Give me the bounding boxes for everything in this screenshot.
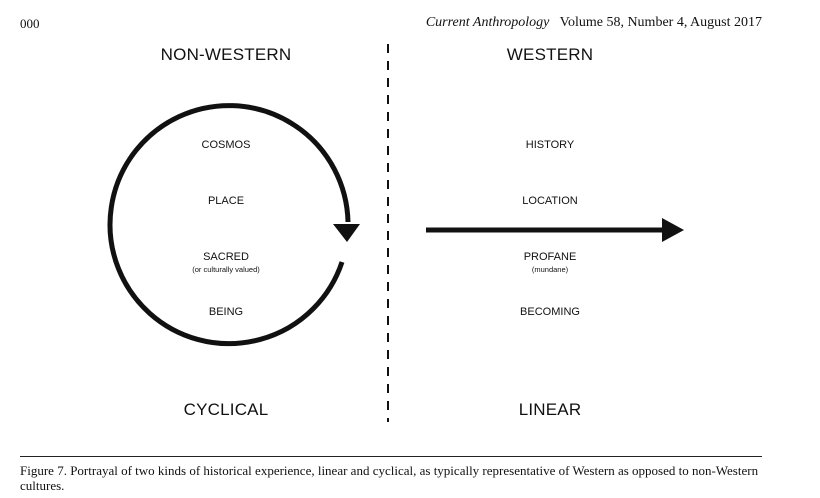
concept-profane: PROFANE (mundane) [524,251,577,276]
cycle-arrowhead [333,224,360,242]
figure-7: NON-WESTERN WESTERN COSMOS PLACE SACRED … [107,44,684,422]
cycle-arrow-path [107,103,351,347]
concept-place: PLACE [208,195,244,208]
page-number: 000 [20,16,40,31]
concept-label: SACRED [203,251,249,263]
concept-note: (or culturally valued) [192,265,260,274]
journal-title: Current Anthropology [425,15,550,30]
heading-non-western: NON-WESTERN [160,45,292,64]
concept-note: (mundane) [531,265,569,274]
concept-being: BEING [209,306,243,319]
concept-becoming: BECOMING [520,306,580,319]
concept-history: HISTORY [526,139,575,152]
figure-caption: Figure 7. Portrayal of two kinds of hist… [20,463,759,493]
figure-graphics [107,44,684,422]
caption-rule [20,456,762,457]
footer-linear: LINEAR [518,400,582,419]
concept-label: BEING [208,306,244,318]
concept-sacred: SACRED (or culturally valued) [192,251,260,276]
concept-label: LOCATION [522,195,578,207]
concept-label: HISTORY [525,139,575,151]
concept-label: COSMOS [201,139,251,151]
issue-info: Volume 58, Number 4, August 2017 [559,15,762,30]
concept-label: PROFANE [523,251,577,263]
concept-label: BECOMING [520,306,580,318]
heading-western: WESTERN [506,45,594,64]
concept-cosmos: COSMOS [202,139,251,152]
running-head: Current Anthropology Volume 58, Number 4… [426,15,762,31]
linear-arrowhead [662,218,684,242]
concept-label: PLACE [207,195,245,207]
concept-location: LOCATION [522,195,577,208]
footer-cyclical: CYCLICAL [183,400,269,419]
